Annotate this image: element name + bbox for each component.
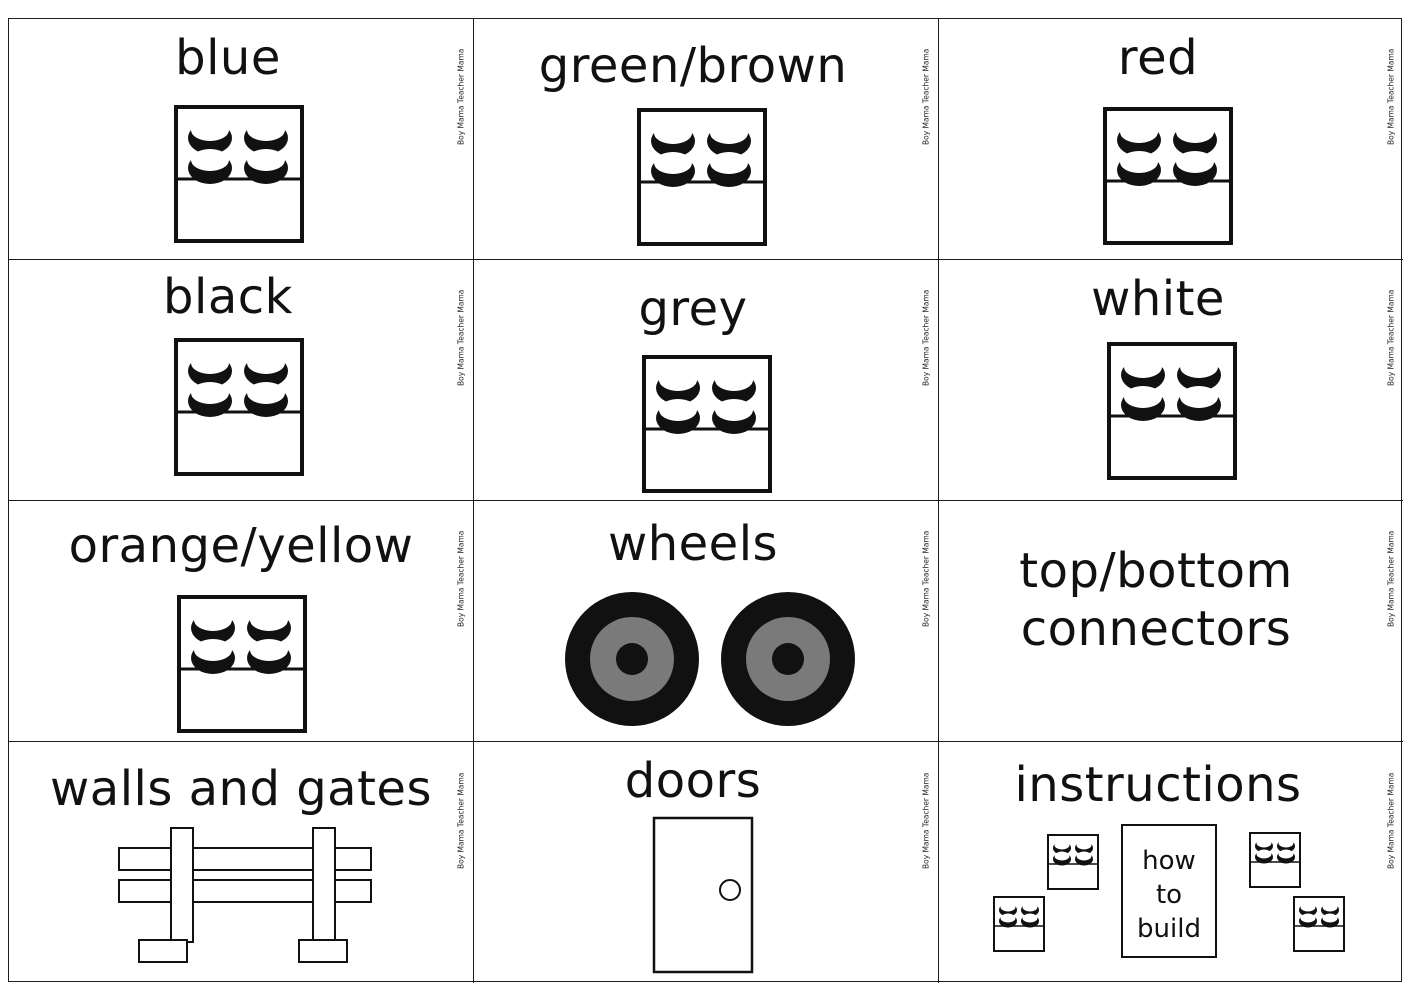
card-label: doors (624, 753, 762, 809)
lego-brick-icon (993, 896, 1045, 952)
lego-brick-icon (637, 108, 767, 246)
credit-text: Boy Mama Teacher Mama (921, 530, 931, 627)
how-to-build-booklet: how to build (1121, 824, 1217, 958)
lego-brick-icon (642, 355, 772, 493)
card-instructions: instructions how to build Boy Mama Teach… (939, 742, 1403, 983)
lego-brick-icon (1107, 342, 1237, 480)
booklet-line: to (1155, 880, 1183, 910)
instructions-booklet-icon: how to build (989, 822, 1345, 972)
credit-text: Boy Mama Teacher Mama (921, 772, 931, 869)
card-red: red Boy Mama Teacher Mama (939, 19, 1403, 260)
card-label: blue (175, 30, 281, 86)
card-orange-yellow: orange/yellow Boy Mama Teacher Mama (9, 501, 474, 742)
card-top-bottom-connectors: top/bottom connectors Boy Mama Teacher M… (939, 501, 1403, 742)
credit-text: Boy Mama Teacher Mama (456, 772, 466, 869)
credit-text: Boy Mama Teacher Mama (1386, 289, 1396, 386)
card-label: black (163, 269, 293, 325)
booklet-line: how (1142, 846, 1196, 876)
card-label: walls and gates (50, 761, 432, 817)
card-wheels: wheels Boy Mama Teacher Mama (474, 501, 939, 742)
card-label: wheels (607, 516, 779, 572)
card-green-brown: green/brown Boy Mama Teacher Mama (474, 19, 939, 260)
wheels-icon (565, 592, 855, 726)
credit-text: Boy Mama Teacher Mama (456, 289, 466, 386)
card-label: orange/yellow (68, 518, 414, 574)
lego-brick-icon (174, 105, 304, 243)
card-label: red (1117, 30, 1199, 86)
card-blue: blue Boy Mama Teacher Mama (9, 19, 474, 260)
credit-text: Boy Mama Teacher Mama (1386, 530, 1396, 627)
card-white: white Boy Mama Teacher Mama (939, 260, 1403, 501)
credit-text: Boy Mama Teacher Mama (456, 530, 466, 627)
lego-brick-icon (1047, 834, 1099, 890)
card-black: black Boy Mama Teacher Mama (9, 260, 474, 501)
card-label: top/bottom connectors (1019, 543, 1293, 657)
lego-brick-icon (177, 595, 307, 733)
credit-text: Boy Mama Teacher Mama (456, 48, 466, 145)
sorting-labels-sheet: blue Boy Mama Teacher Mama green/brown B… (8, 18, 1403, 983)
credit-text: Boy Mama Teacher Mama (1386, 48, 1396, 145)
card-walls-and-gates: walls and gates Boy Mama Teacher Mama (9, 742, 474, 983)
card-label: white (1091, 271, 1225, 327)
card-doors: doors Boy Mama Teacher Mama (474, 742, 939, 983)
lego-brick-icon (1249, 832, 1301, 888)
lego-brick-icon (1103, 107, 1233, 245)
booklet-line: build (1137, 914, 1201, 944)
credit-text: Boy Mama Teacher Mama (921, 289, 931, 386)
credit-text: Boy Mama Teacher Mama (1386, 772, 1396, 869)
lego-brick-icon (1293, 896, 1345, 952)
card-label: grey (638, 281, 748, 337)
door-icon (652, 816, 754, 974)
fence-icon (118, 827, 372, 963)
card-label: green/brown (538, 38, 848, 94)
credit-text: Boy Mama Teacher Mama (921, 48, 931, 145)
card-label: instructions (1014, 757, 1302, 813)
card-grey: grey Boy Mama Teacher Mama (474, 260, 939, 501)
lego-brick-icon (174, 338, 304, 476)
